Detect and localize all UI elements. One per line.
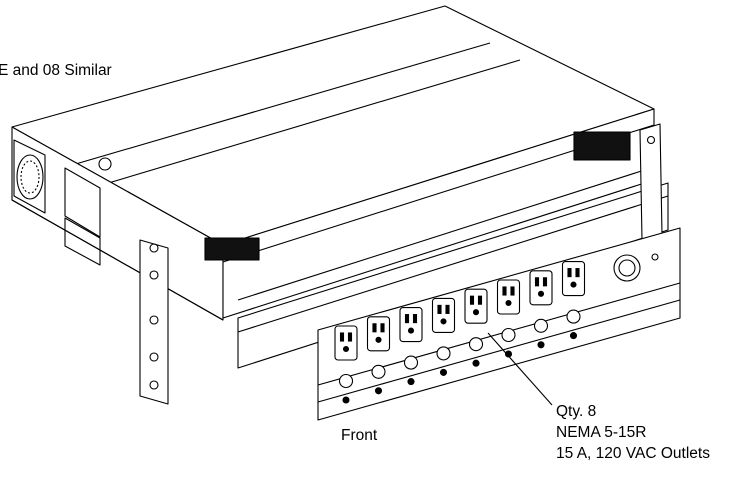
rack-ear-screw <box>646 135 656 145</box>
side-divider <box>11 199 224 321</box>
rack-ear-hole <box>149 270 159 280</box>
rack-ear-hole <box>149 243 159 253</box>
side-fan-vent <box>20 160 40 194</box>
outlet-rating-label: 15 A, 120 VAC Outlets <box>556 445 710 462</box>
callout-leader-line <box>487 332 553 406</box>
lid-seam-line <box>61 42 491 169</box>
outlet-receptacle <box>431 297 456 376</box>
lid-label-placard <box>573 131 631 161</box>
outlet-receptacle <box>399 307 423 386</box>
left-rack-ear <box>139 239 169 405</box>
outlet-receptacle <box>464 288 488 367</box>
side-fan-grille <box>13 139 46 214</box>
outlet-panel-rail <box>317 299 681 403</box>
lid-screw <box>98 157 112 171</box>
rack-ear-hole <box>149 315 159 325</box>
outlet-receptacle <box>561 261 586 340</box>
side-vent-block <box>64 217 101 266</box>
breaker-knob <box>613 254 641 282</box>
outlet-receptacle <box>366 316 391 395</box>
outlet-receptacle <box>496 279 521 358</box>
panel-screw <box>651 253 659 261</box>
outlet-receptacle <box>529 270 553 349</box>
front-label-placard <box>204 237 260 261</box>
rack-ear-hole <box>149 352 159 362</box>
side-vent-block <box>64 167 101 238</box>
front-view-label: Front <box>341 427 378 444</box>
right-rack-ear <box>639 123 663 241</box>
breaker-knob-inner <box>618 259 636 277</box>
outlet-type-label: NEMA 5-15R <box>556 424 647 441</box>
upper-unit-bezel-line <box>237 166 655 301</box>
lower-unit-bezel-line <box>237 195 669 333</box>
outlet-receptacle <box>334 325 358 404</box>
outlet-panel <box>317 227 681 421</box>
similar-models-note: E and 08 Similar <box>0 62 112 79</box>
outlet-quantity-label: Qty. 8 <box>556 403 597 420</box>
side-fan-vent <box>16 154 44 200</box>
outlet-row <box>334 261 586 404</box>
lid-seam-line <box>94 59 521 188</box>
rack-ear-hole <box>149 380 159 390</box>
